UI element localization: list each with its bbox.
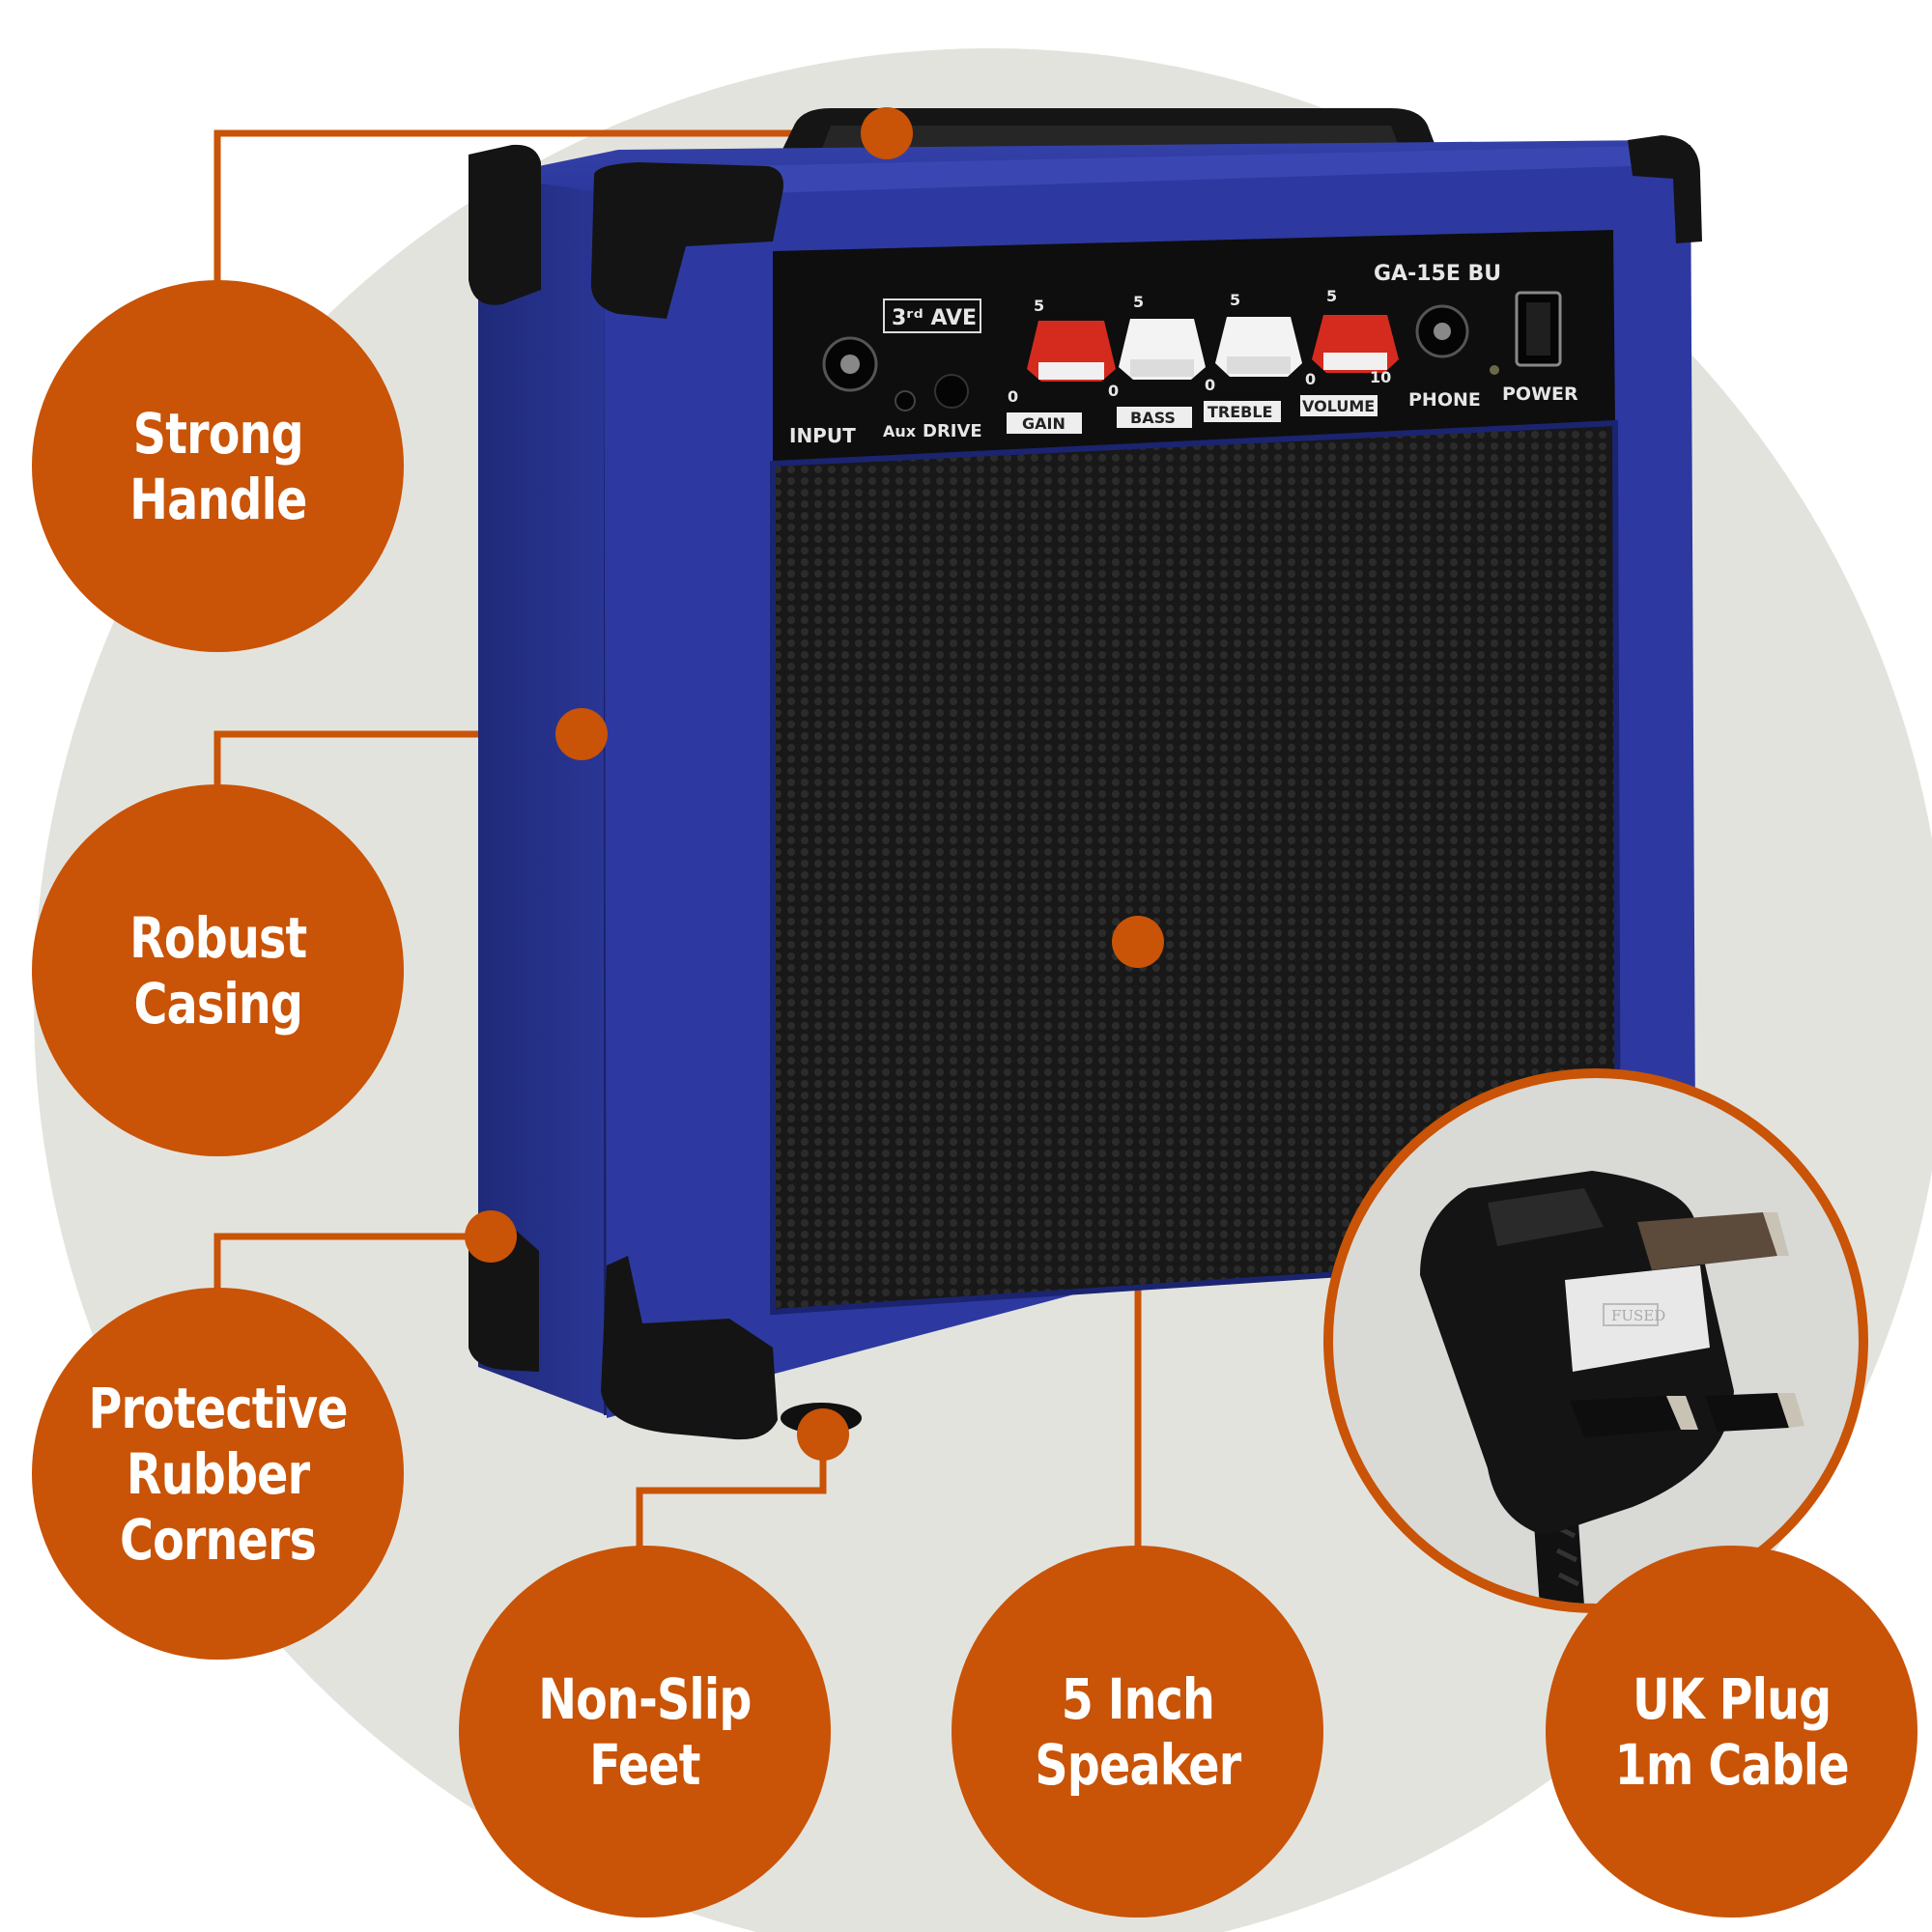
volume-knob [1312, 315, 1399, 373]
treble-label: TREBLE [1208, 403, 1272, 421]
fuse-holder [1565, 1265, 1710, 1372]
gain-label: GAIN [1022, 414, 1065, 433]
connector-dots [465, 107, 1164, 1461]
gain-knob [1027, 321, 1116, 382]
robust-casing-text: Robust Casing [128, 904, 307, 1037]
amp-side [478, 174, 607, 1415]
fuse-label: FUSED [1611, 1307, 1665, 1324]
brand-logo-box [883, 298, 981, 333]
bass-scale-min: 0 [1108, 382, 1119, 400]
feet-dot [797, 1408, 849, 1461]
live-pin [1570, 1396, 1681, 1437]
neutral-pin [1705, 1393, 1789, 1432]
rubber-corners [469, 135, 1702, 1440]
knob-scales: 5 5 5 5 0 0 0 0 10 [1008, 287, 1391, 406]
casing-connector [213, 730, 582, 802]
uk-plug-inset [1323, 1068, 1868, 1613]
model-text: GA-15E BU [1374, 262, 1501, 286]
phone-label: PHONE [1408, 389, 1481, 411]
non-slip-feet-text: Non-Slip Feet [538, 1665, 752, 1798]
aux-jack [895, 390, 916, 412]
drive-button [934, 374, 969, 409]
knob-labels: GAIN BASS TREBLE VOLUME [1022, 397, 1375, 433]
strong-handle-callout: Strong Handle [32, 280, 404, 652]
speaker-text: 5 Inch Speaker [1035, 1665, 1241, 1798]
volume-scale-min: 0 [1305, 370, 1316, 388]
panel-labels: 3ʳᵈ AVE GA-15E BU INPUT Aux DRIVE PHONE … [789, 262, 1578, 447]
uk-plug-text: UK Plug 1m Cable [1614, 1665, 1849, 1798]
corners-dot [465, 1210, 517, 1263]
treble-knob [1215, 317, 1302, 377]
drive-label: DRIVE [923, 421, 982, 441]
input-label: INPUT [789, 424, 856, 447]
amplifier [469, 108, 1702, 1440]
brand-text: 3ʳᵈ AVE [892, 306, 977, 330]
speaker-callout: 5 Inch Speaker [952, 1546, 1323, 1918]
strong-handle-text: Strong Handle [128, 400, 307, 532]
rubber-corners-text: Protective Rubber Corners [88, 1375, 348, 1573]
volume-scale-mid: 5 [1326, 287, 1337, 305]
casing-dot [555, 708, 608, 760]
volume-scale-max: 10 [1370, 368, 1391, 386]
speaker-dot [1112, 916, 1164, 968]
power-led [1490, 365, 1499, 375]
bass-knob [1119, 319, 1206, 380]
non-slip-feet-callout: Non-Slip Feet [459, 1546, 831, 1918]
bass-scale-mid: 5 [1133, 293, 1144, 311]
handle-dot [861, 107, 913, 159]
gain-scale-min: 0 [1008, 387, 1018, 406]
feet-connector [636, 1435, 827, 1565]
rubber-corners-callout: Protective Rubber Corners [32, 1288, 404, 1660]
robust-casing-callout: Robust Casing [32, 784, 404, 1156]
treble-scale-min: 0 [1205, 376, 1215, 394]
handle-connector [213, 129, 887, 304]
bass-label: BASS [1130, 409, 1176, 427]
uk-plug-callout: UK Plug 1m Cable [1546, 1546, 1918, 1918]
speaker-grille [773, 423, 1618, 1312]
earth-pin [1637, 1212, 1777, 1270]
aux-label: Aux [883, 422, 917, 440]
volume-label: VOLUME [1302, 397, 1375, 415]
power-label: POWER [1502, 384, 1578, 405]
gain-scale-mid: 5 [1034, 297, 1044, 315]
treble-scale-mid: 5 [1230, 291, 1240, 309]
